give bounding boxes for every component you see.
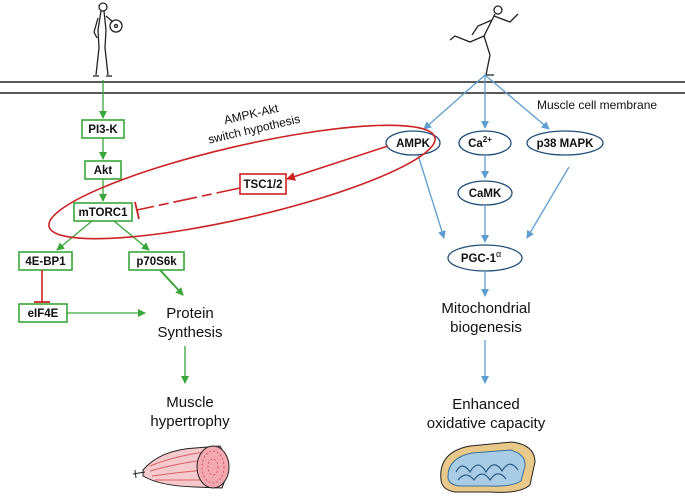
tsc12-label: TSC1/2 xyxy=(244,179,283,191)
muscle-fiber-icon xyxy=(132,445,230,489)
ca-text: Ca xyxy=(468,138,483,150)
ampk-node xyxy=(385,130,441,156)
ca-superscript: 2+ xyxy=(483,135,492,144)
membrane-label: Muscle cell membrane xyxy=(537,98,657,112)
p38-node xyxy=(526,130,604,156)
4ebp1-label: 4E-BP1 xyxy=(25,256,66,268)
hypertrophy-line1: Muscle xyxy=(166,394,214,411)
arrow-mtorc1-to-4ebp1 xyxy=(56,220,93,251)
p70s6k-box xyxy=(128,251,185,271)
arrow-p70s6k-to-protein xyxy=(159,269,184,296)
ca-label: Ca2+ xyxy=(468,135,492,150)
akt-label: Akt xyxy=(94,165,113,177)
mtorc1-box xyxy=(73,202,133,222)
protein-synthesis-line1: Protein xyxy=(166,305,214,322)
arrow-p38-to-pgc xyxy=(526,166,570,239)
oxidative-line2: oxidative capacity xyxy=(427,415,546,432)
eif4e-label: eIF4E xyxy=(28,308,59,320)
tsc12-box xyxy=(239,173,287,195)
pgc1a-text: PGC-1 xyxy=(461,253,497,265)
inhibit-tsc12-mtorc1 xyxy=(136,187,241,211)
arrow-ampk-to-tsc12 xyxy=(286,145,389,181)
mito-biogenesis-line2: biogenesis xyxy=(450,319,522,336)
runner-icon xyxy=(449,5,519,76)
mito-biogenesis-line1: Mitochondrial xyxy=(441,300,530,317)
hypertrophy-line2: hypertrophy xyxy=(150,413,230,430)
inhibit-bar-mtorc1 xyxy=(134,201,140,220)
pgc1a-superscript: α xyxy=(496,249,501,259)
arrow-mtorc1-to-p70s6k xyxy=(113,220,150,251)
arrow-runner-to-ampk xyxy=(423,74,486,130)
p38-label: p38 MAPK xyxy=(537,138,595,150)
oxidative-line1: Enhanced xyxy=(452,396,520,413)
mitochondrion-icon xyxy=(440,441,536,493)
4ebp1-box xyxy=(18,251,73,271)
weightlifter-icon xyxy=(93,2,123,77)
arrow-ampk-to-pgc xyxy=(417,154,446,239)
pi3k-label: PI3-K xyxy=(88,124,118,136)
protein-synthesis-line2: Synthesis xyxy=(157,324,222,341)
camk-label: CaMK xyxy=(469,188,502,200)
pgc1a-label: PGC-1α xyxy=(461,249,501,265)
arrow-runner-to-p38 xyxy=(484,74,550,130)
p70s6k-label: p70S6k xyxy=(136,256,177,268)
ampk-label: AMPK xyxy=(396,138,431,150)
switch-hypothesis-ellipse xyxy=(48,124,436,240)
mtorc1-label: mTORC1 xyxy=(79,207,129,219)
